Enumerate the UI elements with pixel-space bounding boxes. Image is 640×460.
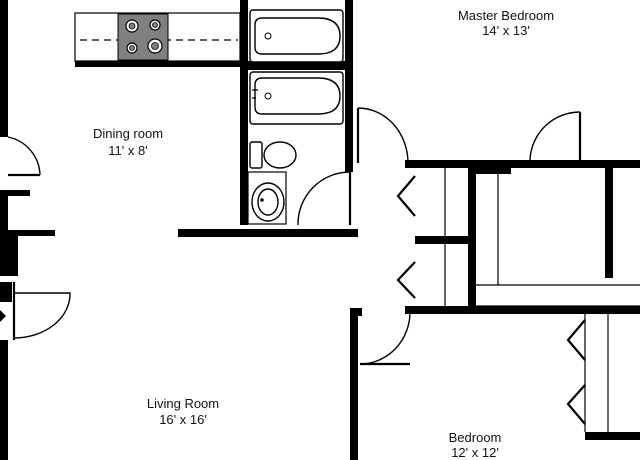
wall-hall-right-upper (405, 160, 640, 168)
door-swing-bath (297, 171, 351, 226)
wall-closet-vertical (468, 168, 476, 308)
bathtub-lower-icon (249, 71, 344, 125)
bifold-door-lower (396, 261, 416, 299)
kitchen-counter (74, 12, 241, 62)
wall-left-upper (0, 0, 8, 137)
toilet-icon (249, 141, 297, 169)
wall-bedroom-closet-bottom (585, 432, 640, 440)
thin-lines (74, 12, 640, 432)
burner-icon (129, 45, 135, 51)
wall-bedroom-stub (350, 308, 362, 316)
wall-bath-right (345, 0, 353, 172)
wall-stub-left-2 (0, 230, 55, 236)
cooktop-icon (117, 13, 169, 61)
bedroom-size: 12' x 12' (451, 445, 499, 460)
wall-stub-left-4 (0, 282, 12, 302)
door-swing-bedroom (359, 311, 411, 365)
wall-kitchen-bottom (75, 61, 350, 67)
wall-bedroom-top (405, 306, 640, 314)
burner-icon (128, 22, 136, 30)
wall-closet-top (476, 168, 511, 174)
wall-bedroom-left (350, 308, 358, 460)
bedroom-name: Bedroom (449, 430, 502, 445)
living-room-name: Living Room (147, 396, 219, 411)
cooktop (117, 13, 169, 61)
room-labels: Master Bedroom 14' x 13' Dining room 11'… (93, 8, 554, 460)
entry-arrow-icon (0, 310, 6, 322)
living-room-size: 16' x 16' (159, 412, 207, 427)
drain-icon (264, 92, 272, 100)
bifold-door-upper (396, 175, 416, 217)
wall-closet-right (605, 168, 613, 278)
wall-left-lower (0, 340, 8, 460)
door-swing-left-upper (7, 136, 41, 176)
wall-bath-divider (248, 64, 345, 70)
vanity-counter (247, 171, 287, 225)
bathtub-upper-icon (249, 9, 344, 63)
door-swing-master-left (357, 107, 409, 164)
master-bedroom-size: 14' x 13' (482, 23, 530, 38)
door-swing-front (13, 292, 71, 339)
burner-icon (151, 42, 159, 50)
wall-bath-left (240, 0, 248, 225)
bifold-door-bedroom-lower (566, 384, 586, 425)
wall-stub-left-3 (0, 236, 18, 276)
burner-icon (152, 22, 158, 28)
master-bedroom-name: Master Bedroom (458, 8, 554, 23)
doors (0, 107, 586, 425)
door-swing-master-right (529, 111, 581, 161)
sink-icon (251, 182, 285, 222)
drain-icon (264, 32, 272, 40)
dining-room-name: Dining room (93, 126, 163, 141)
bifold-door-bedroom-upper (566, 319, 586, 361)
wall-stub-left-1 (0, 190, 30, 196)
faucet-icon (252, 89, 258, 99)
dining-room-size: 11' x 8' (108, 143, 147, 158)
wall-dining-partition (178, 229, 358, 237)
